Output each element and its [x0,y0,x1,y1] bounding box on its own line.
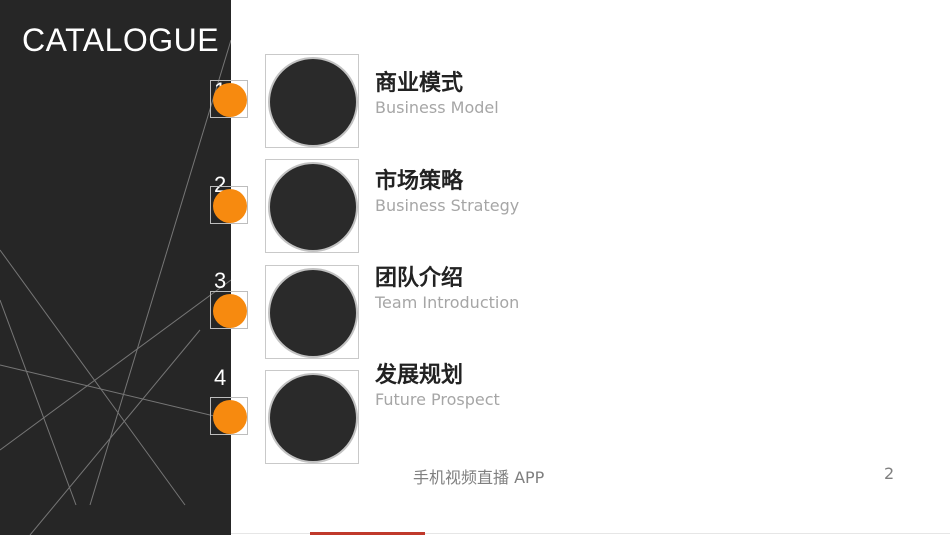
item-marker-3 [210,291,248,329]
item-marker-4 [210,397,248,435]
item-subtitle-4: Future Prospect [375,390,500,409]
item-title-2: 市场策略 [375,169,464,194]
orange-dot-icon [213,83,247,117]
left-panel: CATALOGUE [0,0,231,535]
page-title: CATALOGUE [22,22,220,58]
footer-text: 手机视频直播 APP [413,468,545,487]
accent-bar [310,532,425,535]
item-title-4: 发展规划 [375,363,464,388]
item-subtitle-3: Team Introduction [375,293,520,312]
item-subtitle-2: Business Strategy [375,196,520,215]
page-number: 2 [884,464,895,483]
circle-placeholder-icon [268,373,358,463]
item-title-1: 商业模式 [375,71,464,96]
item-image-4 [265,370,359,464]
item-number-4: 4 [214,365,227,390]
orange-dot-icon [213,189,247,223]
item-marker-2 [210,186,248,224]
item-marker-1 [210,80,248,118]
item-title-3: 团队介绍 [375,266,464,291]
item-image-1 [265,54,359,148]
item-subtitle-1: Business Model [375,98,499,117]
item-number-3: 3 [214,268,227,293]
circle-placeholder-icon [268,57,358,147]
orange-dot-icon [213,400,247,434]
circle-placeholder-icon [268,268,358,358]
circle-placeholder-icon [268,162,358,252]
orange-dot-icon [213,294,247,328]
item-image-2 [265,159,359,253]
decorative-lines [0,39,231,535]
item-image-3 [265,265,359,359]
bottom-divider [231,533,950,534]
